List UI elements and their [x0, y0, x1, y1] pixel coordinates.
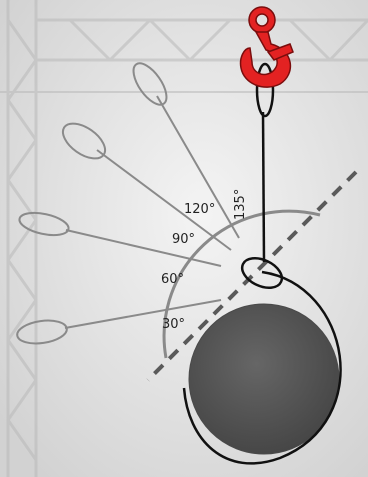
round-load	[189, 304, 339, 454]
angle-label-90: 90°	[172, 232, 195, 247]
main-sling	[263, 112, 264, 262]
angle-label-60: 60°	[161, 272, 184, 287]
angle-label-30: 30°	[162, 317, 185, 332]
angle-label-135: 135°	[233, 189, 248, 220]
angle-label-120: 120°	[184, 202, 215, 217]
